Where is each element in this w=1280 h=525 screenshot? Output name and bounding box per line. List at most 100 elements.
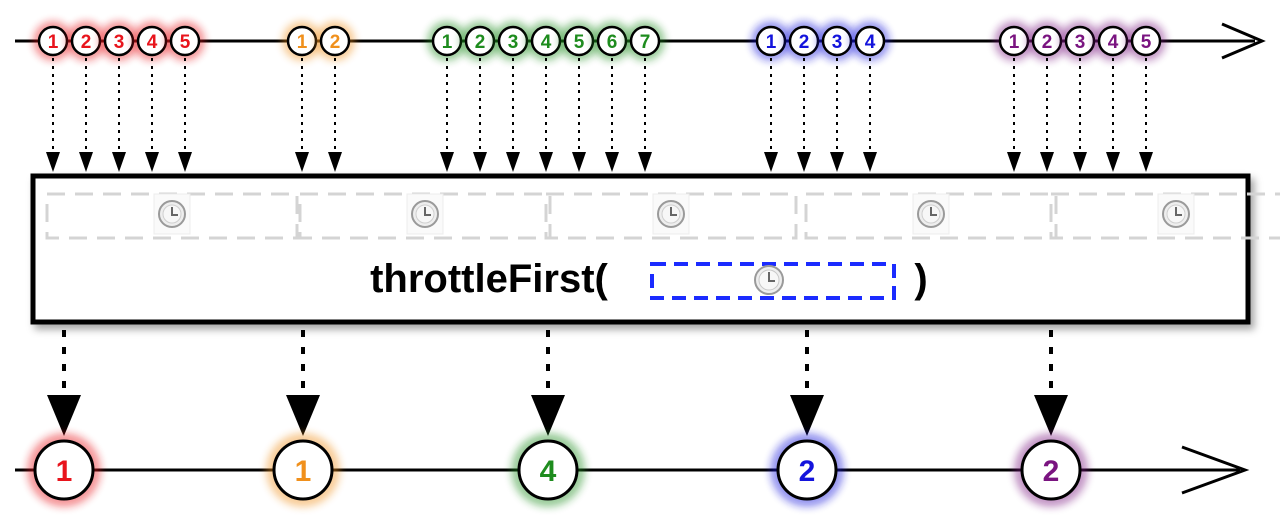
operator-name: throttleFirst( — [370, 257, 608, 301]
input-arrow — [79, 58, 93, 172]
source-marble-label: 4 — [865, 32, 876, 53]
throttle-window — [544, 192, 798, 240]
source-marble: 4 — [850, 21, 890, 61]
source-marbles: 1 2 3 4 5 1 2 1 2 3 4 5 6 7 1 2 3 4 1 2 3 4 5 — [33, 21, 1166, 61]
source-marble-label: 1 — [766, 32, 777, 53]
output-marble-label: 2 — [799, 455, 816, 488]
source-marble: 1 — [994, 21, 1034, 61]
throttle-window — [1049, 192, 1280, 240]
source-marble-label: 1 — [297, 32, 308, 53]
output-arrow — [790, 330, 824, 436]
input-arrow — [830, 58, 844, 172]
source-marble: 7 — [625, 21, 665, 61]
source-marble-label: 1 — [1009, 32, 1020, 53]
source-marble-label: 3 — [1075, 32, 1086, 53]
throttle-window — [804, 192, 1058, 240]
input-arrows — [46, 58, 1153, 172]
throttle-window — [298, 192, 552, 240]
source-marble: 2 — [1027, 21, 1067, 61]
source-marble: 5 — [165, 21, 205, 61]
source-marble: 2 — [315, 21, 355, 61]
source-marble-label: 2 — [330, 32, 341, 53]
source-marble: 5 — [1126, 21, 1166, 61]
source-marble: 1 — [427, 21, 467, 61]
source-marble-label: 3 — [508, 32, 519, 53]
throttle-window — [45, 192, 299, 240]
source-marble: 4 — [526, 21, 566, 61]
input-arrow — [572, 58, 586, 172]
source-marble-label: 3 — [114, 32, 125, 53]
param-clock-icon — [754, 265, 784, 295]
source-marble-label: 6 — [607, 32, 618, 53]
input-arrow — [295, 58, 309, 172]
clock-icon — [1157, 193, 1195, 235]
input-arrow — [440, 58, 454, 172]
source-marble: 4 — [132, 21, 172, 61]
operator-box: throttleFirst( ) — [30, 173, 1280, 325]
output-arrow — [531, 330, 565, 436]
input-arrow — [1040, 58, 1054, 172]
operator-close-paren: ) — [914, 257, 927, 301]
source-marble: 1 — [33, 21, 73, 61]
source-marble-label: 2 — [799, 32, 810, 53]
source-marble-label: 2 — [1042, 32, 1053, 53]
source-marble: 6 — [592, 21, 632, 61]
source-marble: 3 — [99, 21, 139, 61]
clock-icon — [912, 193, 950, 235]
throttle-windows — [45, 192, 1280, 240]
output-marble: 2 — [1014, 433, 1088, 507]
clock-icon — [406, 193, 444, 235]
output-marble-label: 1 — [56, 455, 73, 488]
source-marble: 2 — [66, 21, 106, 61]
input-arrow — [1139, 58, 1153, 172]
output-marble: 1 — [266, 433, 340, 507]
clock-icon — [153, 193, 191, 235]
source-marble: 3 — [817, 21, 857, 61]
source-marble-label: 1 — [48, 32, 59, 53]
source-marble-label: 5 — [1141, 32, 1152, 53]
input-arrow — [145, 58, 159, 172]
input-arrow — [506, 58, 520, 172]
input-arrow — [764, 58, 778, 172]
input-arrow — [797, 58, 811, 172]
source-marble-label: 3 — [832, 32, 843, 53]
clock-icon — [652, 193, 690, 235]
output-marble-label: 4 — [540, 455, 557, 488]
input-arrow — [46, 58, 60, 172]
source-marble-label: 4 — [1108, 32, 1119, 53]
output-arrows — [47, 330, 1068, 436]
output-marble-label: 2 — [1043, 455, 1060, 488]
source-marble: 1 — [751, 21, 791, 61]
output-marble-label: 1 — [295, 455, 312, 488]
output-arrow — [1034, 330, 1068, 436]
input-arrow — [638, 58, 652, 172]
output-marbles: 1 1 4 2 2 — [27, 433, 1088, 507]
input-arrow — [112, 58, 126, 172]
output-marble: 2 — [770, 433, 844, 507]
source-marble-label: 1 — [442, 32, 453, 53]
source-marble: 3 — [493, 21, 533, 61]
source-marble-label: 7 — [640, 32, 651, 53]
source-marble-label: 5 — [180, 32, 191, 53]
source-marble-label: 4 — [147, 32, 158, 53]
output-marble: 1 — [27, 433, 101, 507]
input-arrow — [473, 58, 487, 172]
source-marble-label: 4 — [541, 32, 552, 53]
source-marble-label: 2 — [475, 32, 486, 53]
source-marble: 2 — [784, 21, 824, 61]
source-marble-label: 5 — [574, 32, 585, 53]
input-arrow — [1073, 58, 1087, 172]
output-arrow — [286, 330, 320, 436]
window-duration-param — [650, 262, 896, 300]
input-arrow — [539, 58, 553, 172]
input-arrow — [863, 58, 877, 172]
input-arrow — [328, 58, 342, 172]
input-arrow — [1007, 58, 1021, 172]
input-arrow — [178, 58, 192, 172]
output-arrow — [47, 330, 81, 436]
source-marble-label: 2 — [81, 32, 92, 53]
input-arrow — [1106, 58, 1120, 172]
input-arrow — [605, 58, 619, 172]
